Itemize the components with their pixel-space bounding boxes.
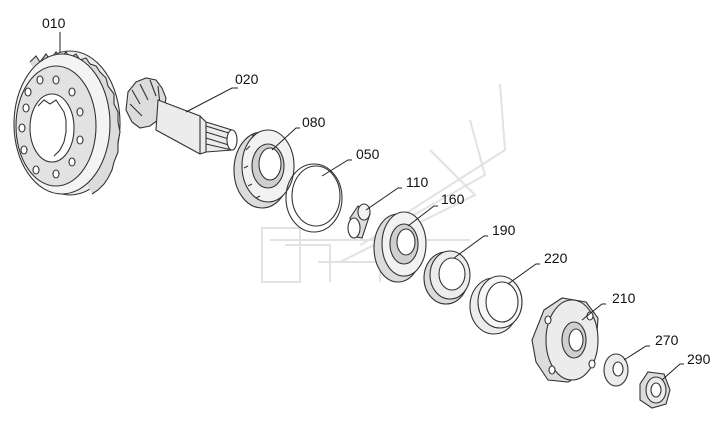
leader-220: [507, 263, 540, 285]
tapered-roller-bearing-inner: [233, 129, 295, 209]
label-010: 010: [42, 15, 66, 31]
label-110: 110: [406, 174, 429, 190]
oil-seal: [423, 250, 471, 305]
label-160: 160: [441, 191, 465, 207]
hex-nut: [639, 371, 671, 409]
leader-210: [581, 303, 606, 321]
ring-gear: [13, 50, 121, 196]
label-050: 050: [356, 146, 380, 162]
spacer-sleeve: [347, 203, 371, 239]
leader-190: [453, 235, 488, 259]
label-270: 270: [655, 332, 679, 348]
leader-lines: [59, 32, 684, 381]
label-080: 080: [302, 114, 326, 130]
leader-020: [185, 87, 238, 113]
pinion-shaft: [125, 77, 238, 155]
leader-270: [623, 345, 650, 361]
label-190: 190: [492, 222, 516, 238]
dust-cover-ring: [469, 275, 523, 335]
leader-110: [365, 187, 402, 211]
tapered-roller-bearing-outer: [373, 211, 427, 283]
label-290: 290: [687, 351, 711, 367]
shim-ring: [285, 163, 343, 233]
label-210: 210: [612, 290, 636, 306]
leader-160: [407, 205, 438, 227]
washer: [603, 353, 629, 387]
label-220: 220: [544, 250, 568, 266]
companion-flange: [531, 297, 599, 383]
part-labels: 010 020 080 050 110 160 190 220 210 270 …: [42, 15, 711, 367]
leader-080: [271, 127, 300, 151]
leader-050: [321, 159, 352, 177]
leader-290: [661, 363, 684, 381]
label-020: 020: [235, 71, 259, 87]
